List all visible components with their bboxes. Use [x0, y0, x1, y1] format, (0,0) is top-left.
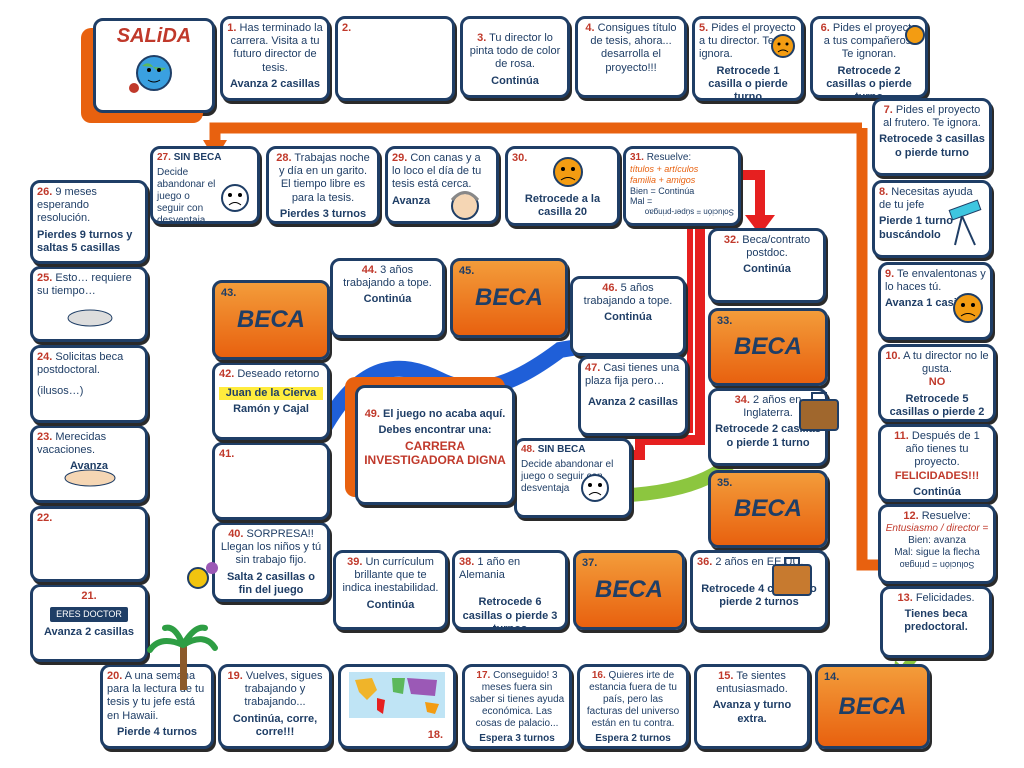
square-30[interactable]: 30. Retrocede a la casilla 20 — [505, 146, 620, 226]
square-28[interactable]: 28. Trabajas noche y día en un garito. E… — [266, 146, 380, 224]
goal-text: CARRERA INVESTIGADORA DIGNA — [364, 439, 506, 467]
square-26[interactable]: 26. 9 meses esperando resolución. Pierde… — [30, 180, 148, 264]
square-10[interactable]: 10. A tu director no le gusta. NO Retroc… — [878, 344, 996, 422]
square-15[interactable]: 15. Te sientes entusiasmado. Avanza y tu… — [694, 664, 810, 749]
square-13[interactable]: 13. Felicidades. Tienes beca predoctoral… — [880, 586, 992, 658]
square-48[interactable]: 48. SIN BECA Decide abandonar el juego o… — [514, 438, 632, 518]
square-40[interactable]: 40. SORPRESA!! Llegan los niños y tú sin… — [212, 522, 330, 602]
square-31[interactable]: 31. Resuelve: títulos + artículos famili… — [623, 146, 741, 226]
square-34[interactable]: 34. 2 años en Inglaterra. Retrocede 2 ca… — [708, 388, 828, 466]
square-11[interactable]: 11. Después de 1 año tienes tu proyecto.… — [878, 424, 996, 502]
square-47[interactable]: 47. Casi tienes una plaza fija pero… Ava… — [578, 356, 688, 436]
start-square[interactable]: SALiDA — [93, 18, 215, 113]
square-12[interactable]: 12. Resuelve: Entusiasmo / director = Bi… — [878, 504, 996, 584]
goal-square-49[interactable]: 49. El juego no acaba aquí. Debes encont… — [355, 385, 515, 505]
square-9[interactable]: 9. Te envalentonas y lo haces tú. Avanza… — [878, 262, 993, 340]
square-20[interactable]: 20. A una semana para la lectura de tu t… — [100, 664, 214, 749]
square-3[interactable]: 3. Tu director lo pinta todo de color de… — [460, 16, 570, 98]
square-42[interactable]: 42. Deseado retorno Juan de la Cierva Ra… — [212, 362, 330, 440]
square-1[interactable]: 1. Has terminado la carrera. Visita a tu… — [220, 16, 330, 101]
square-25[interactable]: 25. Esto… requiere su tiempo… — [30, 266, 148, 342]
square-4[interactable]: 4. Consigues título de tesis, ahora... d… — [575, 16, 687, 98]
square-19[interactable]: 19. Vuelves, sigues trabajando y trabaja… — [218, 664, 332, 749]
square-22[interactable]: 22. — [30, 506, 148, 582]
square-41[interactable]: 41. — [212, 442, 330, 520]
square-38[interactable]: 38. 1 año en Alemania Retrocede 6 casill… — [452, 550, 568, 630]
square-29[interactable]: 29. Con canas y a lo loco el día de tu t… — [385, 146, 499, 224]
square-7[interactable]: 7. Pides el proyecto al frutero. Te igno… — [872, 98, 992, 176]
start-label: SALiDA — [116, 25, 192, 47]
square-27[interactable]: 27. SIN BECA Decide abandonar el juego o… — [150, 146, 260, 224]
square-16[interactable]: 16. Quieres irte de estancia fuera de tu… — [577, 664, 689, 749]
beca-square-37[interactable]: 37. BECA — [573, 550, 685, 630]
square-36[interactable]: 36. 2 años en EE.UU. Retrocede 4 casilla… — [690, 550, 828, 630]
square-18[interactable]: 18. — [338, 664, 456, 749]
beca-square-14[interactable]: 14. BECA — [815, 664, 930, 749]
square-39[interactable]: 39. Un currículum brillante que te indic… — [333, 550, 448, 630]
globe-runner-icon — [129, 55, 172, 93]
square-8[interactable]: 8. Necesitas ayuda de tu jefe Pierde 1 t… — [872, 180, 992, 258]
square-44[interactable]: 44. 3 años trabajando a tope. Continúa — [330, 258, 445, 338]
doctor-banner: ERES DOCTOR — [50, 607, 128, 622]
square-23[interactable]: 23. Merecidas vacaciones. Avanza — [30, 425, 148, 503]
beca-square-35[interactable]: 35. BECA — [708, 470, 828, 548]
world-map-icon — [349, 672, 445, 718]
square-46[interactable]: 46. 5 años trabajando a tope. Continúa — [570, 276, 686, 356]
beca-square-33[interactable]: 33. BECA — [708, 308, 828, 386]
square-24[interactable]: 24. Solicitas beca postdoctoral. (ilusos… — [30, 345, 148, 423]
square-21[interactable]: 21. ERES DOCTOR Avanza 2 casillas — [30, 584, 148, 662]
square-5[interactable]: 5. Pides el proyecto a tu director. Te i… — [692, 16, 804, 101]
square-17[interactable]: 17. Conseguido! 3 meses fuera sin saber … — [462, 664, 572, 749]
square-32[interactable]: 32. Beca/contrato postdoc. Continúa — [708, 228, 826, 303]
beca-square-43[interactable]: 43. BECA — [212, 280, 330, 360]
beca-square-45[interactable]: 45. BECA — [450, 258, 568, 338]
square-6[interactable]: 6. Pides el proyecto a tus compañeros. T… — [810, 16, 928, 98]
square-2[interactable]: 2. — [335, 16, 455, 101]
